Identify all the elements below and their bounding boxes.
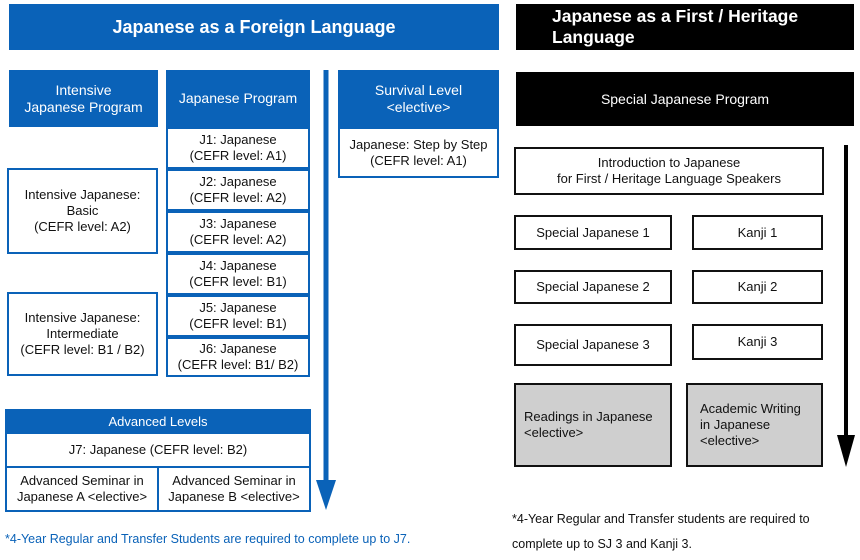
special-program-title: Special Japanese Program <box>516 72 854 126</box>
progression-arrow-blue <box>316 70 336 510</box>
course-j7: J7: Japanese (CEFR level: B2) <box>5 432 311 468</box>
course-special-japanese-3: Special Japanese 3 <box>514 324 672 366</box>
course-advanced-seminar-b: Advanced Seminar in Japanese B <elective… <box>157 466 311 512</box>
course-intensive-basic: Intensive Japanese: Basic (CEFR level: A… <box>7 168 158 254</box>
course-kanji-2: Kanji 2 <box>692 270 823 304</box>
right-footnote: *4-Year Regular and Transfer students ar… <box>512 512 810 551</box>
course-intensive-intermediate: Intensive Japanese: Intermediate (CEFR l… <box>7 292 158 376</box>
heritage-language-header: Japanese as a First / Heritage Language <box>516 4 854 50</box>
course-kanji-1: Kanji 1 <box>692 215 823 250</box>
course-j5: J5: Japanese (CEFR level: B1) <box>166 295 310 337</box>
course-j3: J3: Japanese (CEFR level: A2) <box>166 211 310 253</box>
intensive-program-title: Intensive Japanese Program <box>9 70 158 127</box>
survival-level-title: Survival Level <elective> <box>338 70 499 127</box>
course-kanji-3: Kanji 3 <box>692 324 823 360</box>
course-special-japanese-1: Special Japanese 1 <box>514 215 672 250</box>
progression-arrow-black <box>837 145 855 467</box>
course-step-by-step: Japanese: Step by Step (CEFR level: A1) <box>338 127 499 178</box>
course-special-japanese-2: Special Japanese 2 <box>514 270 672 304</box>
course-j2: J2: Japanese (CEFR level: A2) <box>166 169 310 211</box>
course-introduction: Introduction to Japanese for First / Her… <box>514 147 824 195</box>
course-advanced-seminar-a: Advanced Seminar in Japanese A <elective… <box>5 466 159 512</box>
left-footnote: *4-Year Regular and Transfer Students ar… <box>5 532 411 546</box>
course-j4: J4: Japanese (CEFR level: B1) <box>166 253 310 295</box>
japanese-program-title: Japanese Program <box>166 70 310 127</box>
course-j6: J6: Japanese (CEFR level: B1/ B2) <box>166 337 310 377</box>
course-j1: J1: Japanese (CEFR level: A1) <box>166 127 310 169</box>
course-readings-in-japanese: Readings in Japanese <elective> <box>514 383 672 467</box>
course-academic-writing: Academic Writing in Japanese <elective> <box>686 383 823 467</box>
foreign-language-header: Japanese as a Foreign Language <box>9 4 499 50</box>
advanced-levels-title: Advanced Levels <box>5 409 311 434</box>
